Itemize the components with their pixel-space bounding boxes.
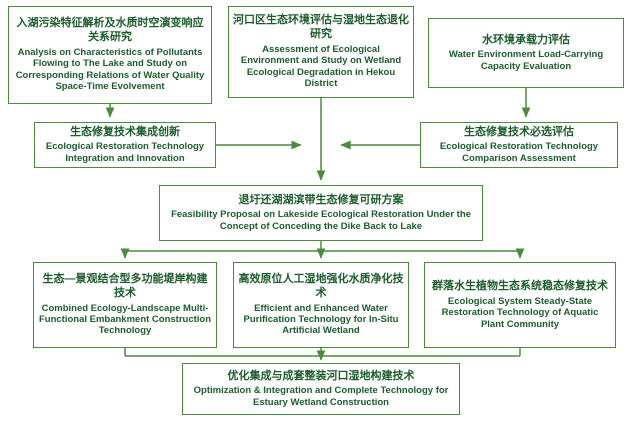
- node-estuary-wetland-title-zh: 优化集成与成套整装河口湿地构建技术: [227, 369, 415, 382]
- node-aquatic-plant-title-zh: 群落水生植物生态系统稳态修复技术: [432, 280, 608, 293]
- node-feasibility-title-en: Feasibility Proposal on Lakeside Ecologi…: [171, 209, 471, 232]
- node-aquatic-plant: 群落水生植物生态系统稳态修复技术 Ecological System Stead…: [424, 262, 616, 348]
- node-pollutant-analysis-title-zh: 入湖污染特征解析及水质时空演变响应关系研究: [16, 17, 204, 44]
- node-pollutant-analysis: 入湖污染特征解析及水质时空演变响应关系研究 Analysis on Charac…: [8, 6, 212, 104]
- node-pollutant-analysis-title-en: Analysis on Characteristics of Pollutant…: [15, 46, 205, 93]
- node-tech-comparison-title-en: Ecological Restoration Technology Compar…: [439, 141, 599, 164]
- node-ecological-assessment-title-en: Assessment of Ecological Environment and…: [240, 43, 402, 90]
- node-embankment-title-zh: 生态—景观结合型多功能堤岸构建技术: [42, 273, 208, 299]
- node-embankment-title-en: Combined Ecology-Landscape Multi-Functio…: [38, 302, 212, 337]
- node-feasibility-title-zh: 退圩还湖湖滨带生态修复可研方案: [238, 193, 404, 206]
- node-tech-comparison-title-zh: 生态修复技术必选评估: [464, 125, 574, 138]
- node-aquatic-plant-title-en: Ecological System Steady-State Restorati…: [441, 295, 599, 330]
- node-water-capacity: 水环境承载力评估 Water Environment Load-Carrying…: [428, 18, 624, 88]
- node-embankment: 生态—景观结合型多功能堤岸构建技术 Combined Ecology-Lands…: [33, 262, 217, 348]
- node-tech-integration-title-zh: 生态修复技术集成创新: [70, 125, 180, 138]
- node-estuary-wetland-title-en: Optimization & Integration and Complete …: [193, 385, 449, 408]
- node-estuary-wetland: 优化集成与成套整装河口湿地构建技术 Optimization & Integra…: [182, 363, 460, 415]
- node-water-capacity-title-en: Water Environment Load-Carrying Capacity…: [448, 49, 604, 72]
- node-tech-integration: 生态修复技术集成创新 Ecological Restoration Techno…: [34, 122, 216, 168]
- node-water-capacity-title-zh: 水环境承载力评估: [482, 33, 570, 46]
- node-tech-integration-title-en: Ecological Restoration Technology Integr…: [45, 141, 205, 164]
- node-purification-title-en: Efficient and Enhanced Water Purificatio…: [243, 302, 399, 337]
- node-ecological-assessment-title-zh: 河口区生态环境评估与湿地生态退化研究: [233, 14, 409, 41]
- node-purification: 高效原位人工湿地强化水质净化技术 Efficient and Enhanced …: [233, 262, 409, 348]
- node-ecological-assessment: 河口区生态环境评估与湿地生态退化研究 Assessment of Ecologi…: [228, 6, 414, 98]
- node-tech-comparison: 生态修复技术必选评估 Ecological Restoration Techno…: [420, 122, 618, 168]
- node-purification-title-zh: 高效原位人工湿地强化水质净化技术: [238, 273, 404, 299]
- node-feasibility: 退圩还湖湖滨带生态修复可研方案 Feasibility Proposal on …: [159, 185, 483, 241]
